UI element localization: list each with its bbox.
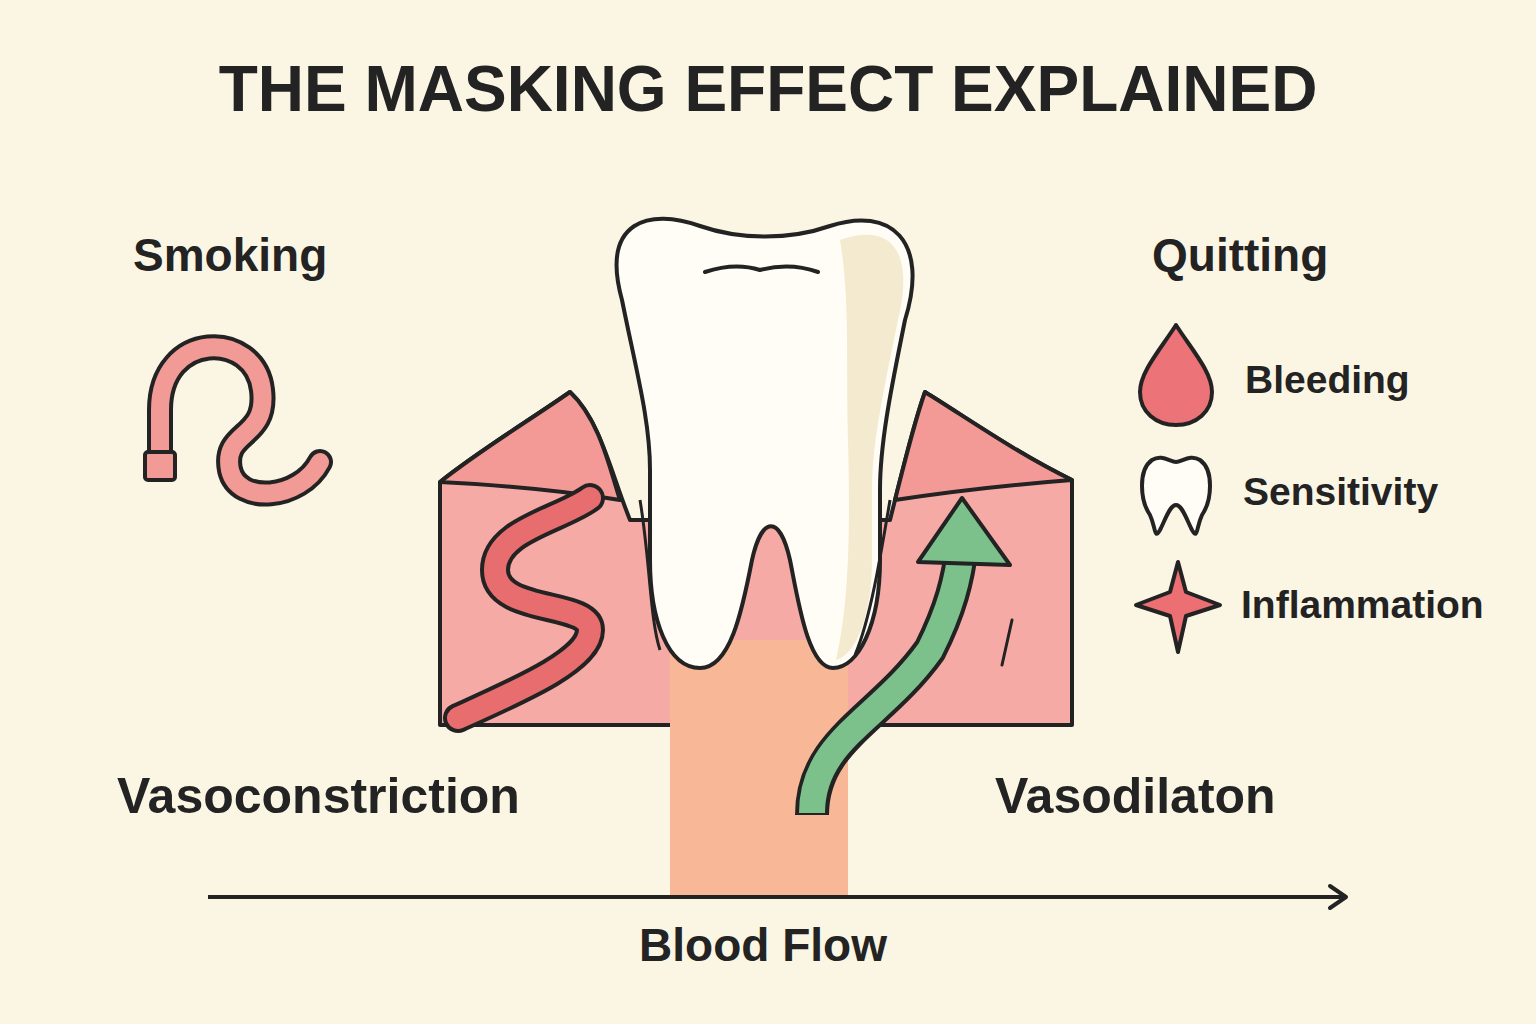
inflammation-icon — [1136, 562, 1220, 652]
constricted-vessel — [458, 498, 590, 718]
crown-groove — [705, 266, 818, 272]
effect-label: Inflammation — [1241, 583, 1484, 628]
smoke-icon-tip — [145, 452, 175, 480]
dilation-arrow — [812, 545, 962, 815]
axis-label: Blood Flow — [639, 919, 887, 972]
tooth — [617, 219, 913, 668]
gum-mark — [1002, 620, 1012, 665]
effect-label: Sensitivity — [1243, 470, 1438, 515]
side-label: Quitting — [1152, 229, 1328, 282]
effect-label: Bleeding — [1245, 358, 1410, 403]
gum-line — [640, 500, 660, 650]
smoke-icon — [160, 347, 320, 493]
process-label: Vasoconstriction — [117, 768, 520, 826]
smoke-icon — [160, 347, 320, 493]
side-label: Smoking — [133, 229, 327, 282]
flow-axis — [208, 895, 1345, 899]
process-label: Vasodilaton — [995, 768, 1276, 826]
gum-top — [895, 392, 1072, 500]
dilation-arrow — [812, 545, 962, 813]
diagram-title: THE MASKING EFFECT EXPLAINED — [219, 53, 1318, 127]
tooth-icon — [1142, 458, 1210, 534]
constricted-vessel — [458, 498, 590, 718]
tooth-shade — [836, 235, 903, 660]
gum-line — [855, 500, 890, 655]
dilation-arrowhead — [918, 498, 1010, 565]
drop-icon — [1140, 325, 1212, 425]
flow-axis-head — [1330, 886, 1346, 908]
